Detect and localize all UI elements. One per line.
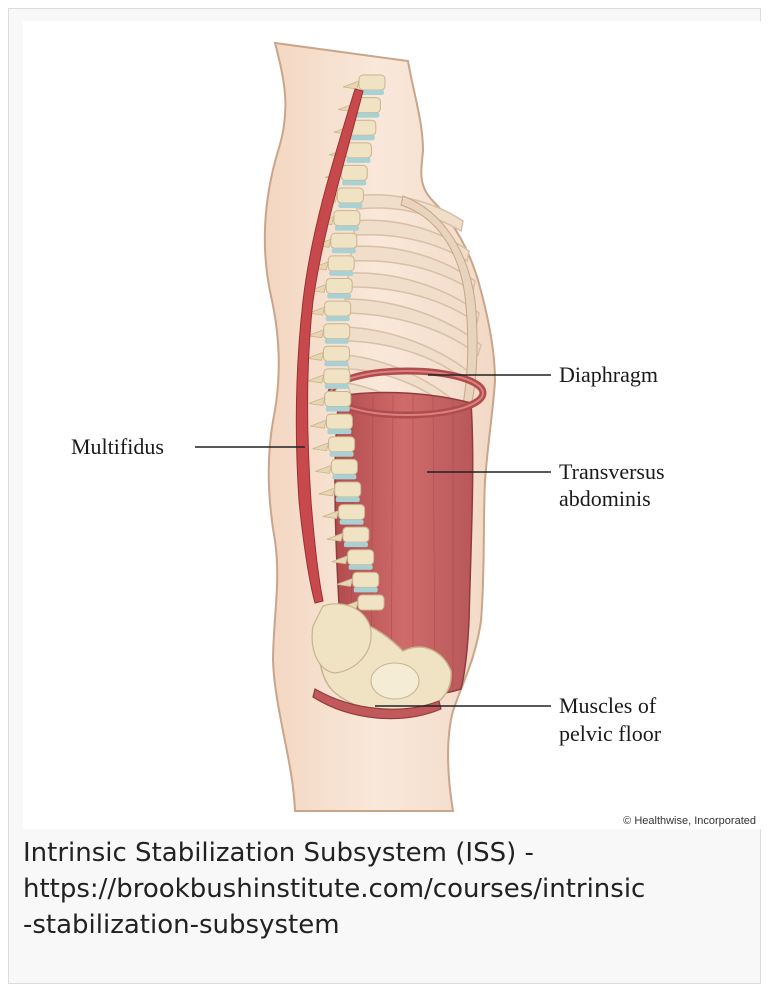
intervertebral-disc xyxy=(346,158,370,163)
intervertebral-disc xyxy=(338,203,362,208)
intervertebral-disc xyxy=(344,542,368,547)
intervertebral-disc xyxy=(325,339,349,344)
intervertebral-disc xyxy=(340,520,364,525)
vertebra xyxy=(343,527,369,542)
vertebra xyxy=(331,459,357,474)
intervertebral-disc xyxy=(354,587,378,592)
vertebra xyxy=(353,572,379,587)
intervertebral-disc xyxy=(335,226,359,231)
intervertebral-disc xyxy=(342,180,366,185)
vertebra xyxy=(324,324,350,339)
caption-line-1: Intrinsic Stabilization Subsystem (ISS) … xyxy=(23,835,753,871)
vertebra xyxy=(341,165,367,180)
vertebra xyxy=(339,505,365,520)
vertebra xyxy=(334,211,360,226)
intervertebral-disc xyxy=(327,429,351,434)
intervertebral-disc xyxy=(355,113,379,118)
vertebra xyxy=(326,414,352,429)
transversus-label-line1: Transversus xyxy=(559,459,665,484)
vertebra xyxy=(323,346,349,361)
intervertebral-disc xyxy=(351,135,375,140)
intervertebral-disc xyxy=(332,248,356,253)
vertebra xyxy=(328,256,354,271)
caption-line-2: https://brookbushinstitute.com/courses/i… xyxy=(23,871,753,907)
vertebra xyxy=(329,437,355,452)
image-caption: Intrinsic Stabilization Subsystem (ISS) … xyxy=(23,835,753,943)
intervertebral-disc xyxy=(327,293,351,298)
pelvic-floor-label-line2: pelvic floor xyxy=(559,721,662,746)
intervertebral-disc xyxy=(324,361,348,366)
transversus-label-line2: abdominis xyxy=(559,486,651,511)
vertebra xyxy=(345,143,371,158)
vertebra xyxy=(348,550,374,565)
vertebra xyxy=(325,301,351,316)
intervertebral-disc xyxy=(349,565,373,570)
vertebra xyxy=(325,392,351,407)
vertebra xyxy=(335,482,361,497)
vertebra xyxy=(326,278,352,293)
vertebra xyxy=(359,75,385,90)
multifidus-label: Multifidus xyxy=(71,434,164,459)
image-card: Diaphragm Multifidus Transversus abdomin… xyxy=(8,8,761,984)
intervertebral-disc xyxy=(330,452,354,457)
vertebra xyxy=(331,233,357,248)
pelvic-floor-label-line1: Muscles of xyxy=(559,693,657,718)
intervertebral-disc xyxy=(360,90,384,95)
intervertebral-disc xyxy=(332,474,356,479)
anatomy-figure: Diaphragm Multifidus Transversus abdomin… xyxy=(23,21,763,829)
intervertebral-disc xyxy=(326,316,350,321)
vertebra xyxy=(358,595,384,610)
image-credit: © Healthwise, Incorporated xyxy=(623,815,756,827)
caption-line-3: -stabilization-subsystem xyxy=(23,907,753,943)
intervertebral-disc xyxy=(336,497,360,502)
intervertebral-disc xyxy=(326,407,350,412)
vertebra xyxy=(337,188,363,203)
vertebra xyxy=(324,369,350,384)
intervertebral-disc xyxy=(325,384,349,389)
anatomy-illustration: Diaphragm Multifidus Transversus abdomin… xyxy=(23,21,763,829)
intervertebral-disc xyxy=(329,271,353,276)
diaphragm-label: Diaphragm xyxy=(559,362,658,387)
